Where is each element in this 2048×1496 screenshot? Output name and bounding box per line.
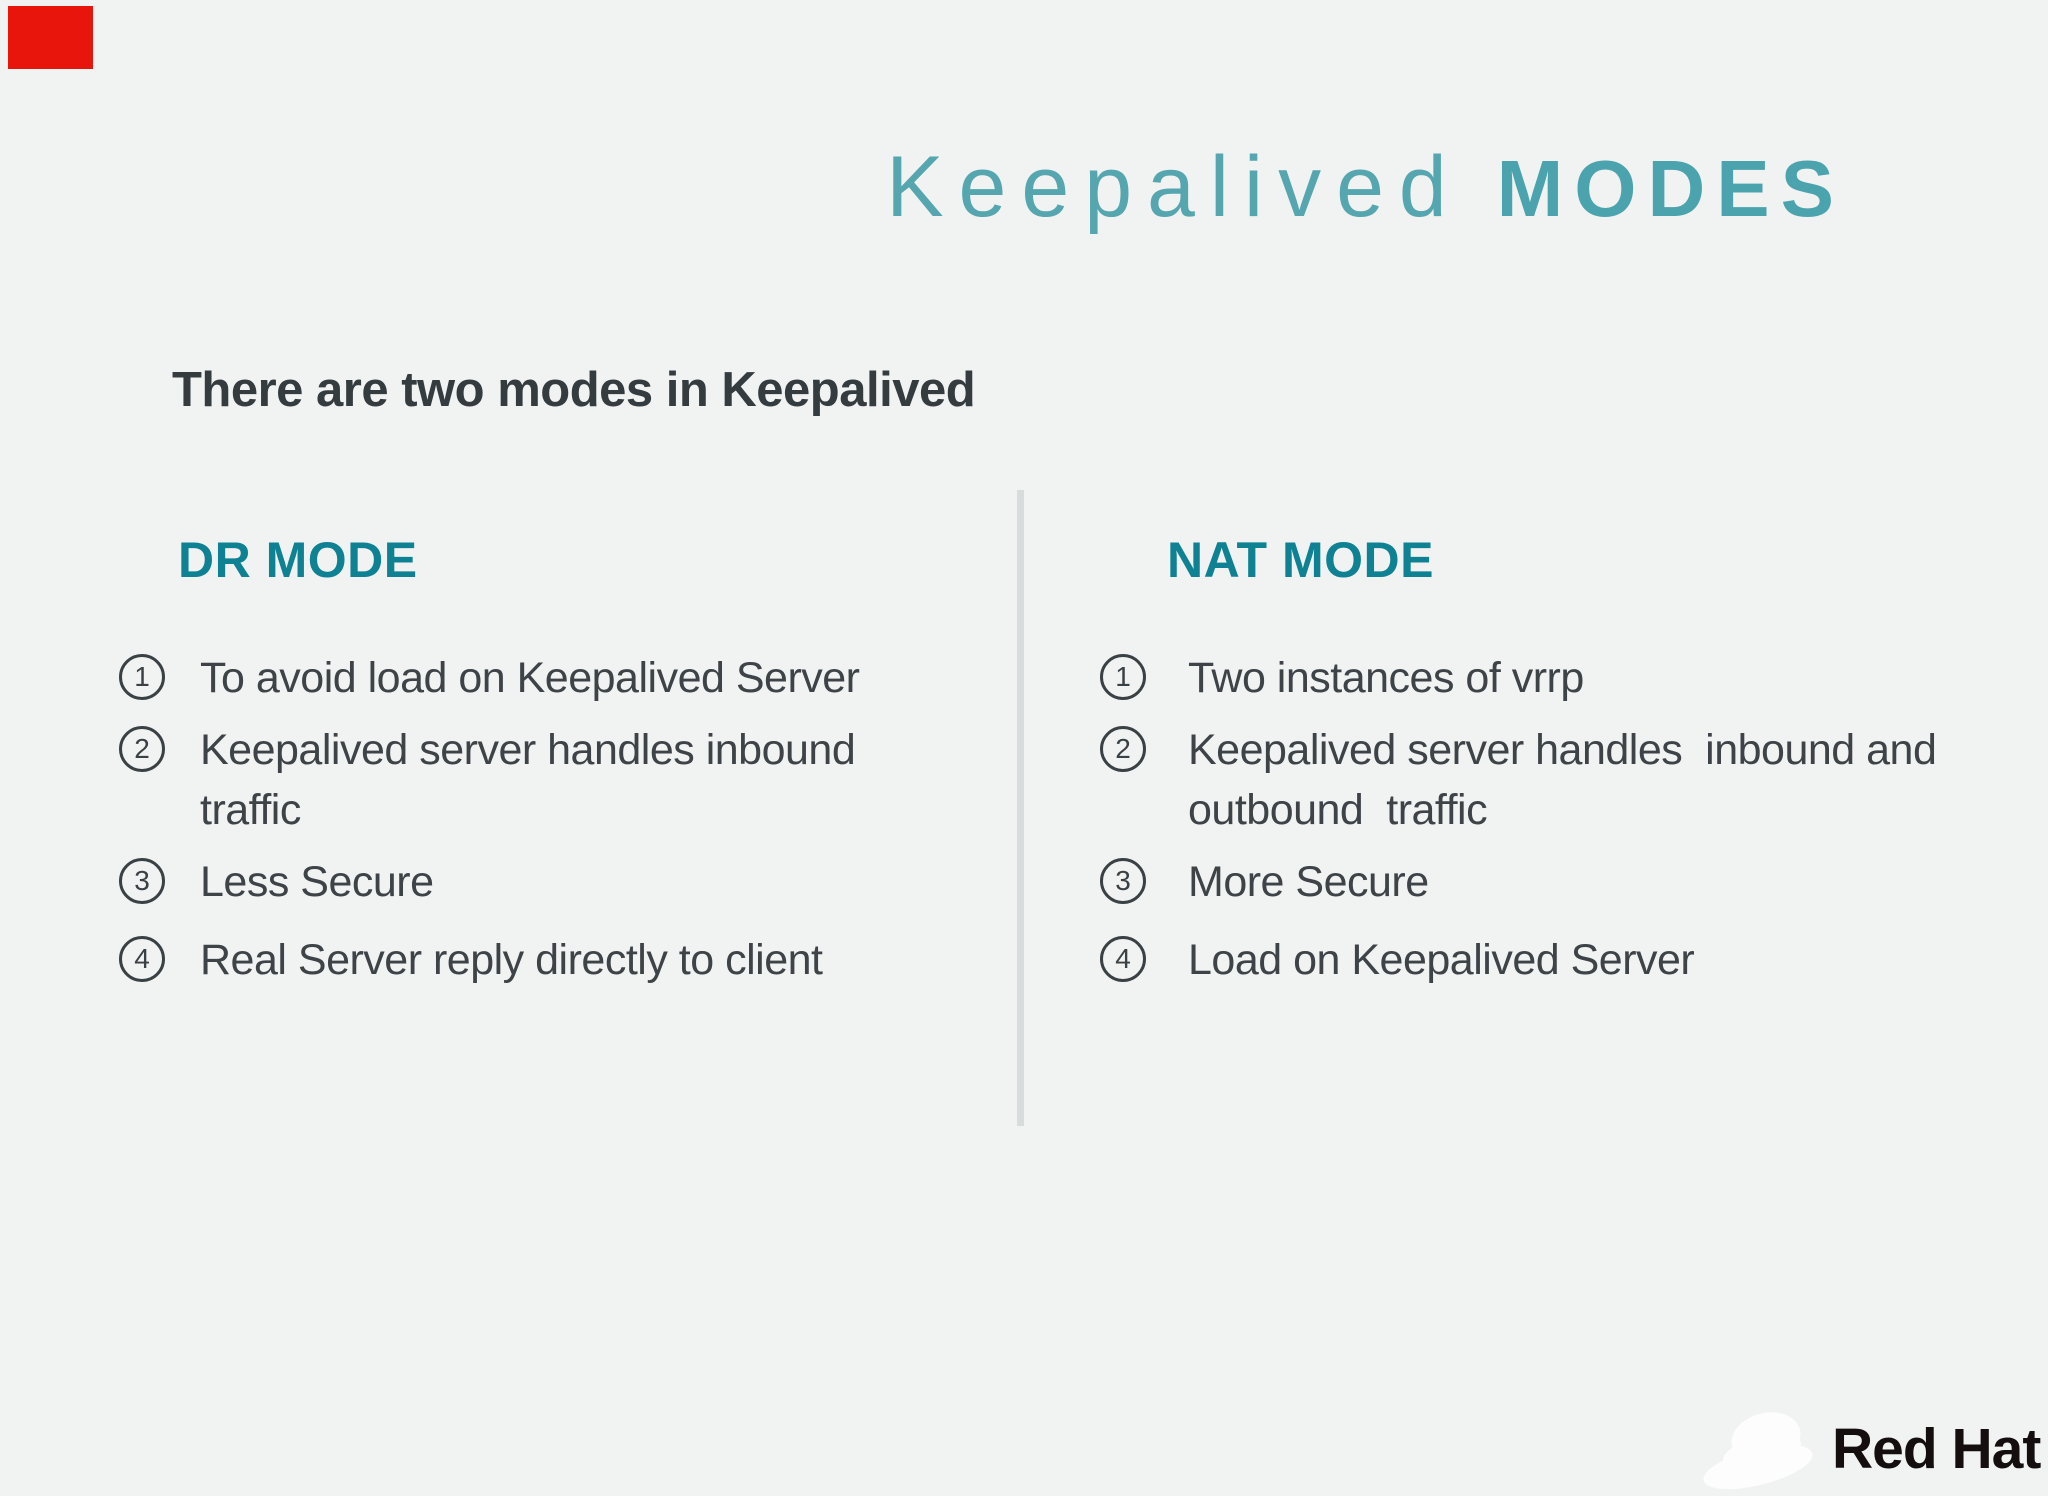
item-line: Two instances of vrrp bbox=[1188, 654, 1584, 702]
item-text: Less Secure bbox=[200, 852, 434, 912]
item-text: Keepalived server handles inbound traffi… bbox=[200, 720, 856, 840]
item-number: 1 bbox=[134, 661, 150, 692]
item-text: To avoid load on Keepalived Server bbox=[200, 648, 860, 708]
item-text: Keepalived server handles inbound and ou… bbox=[1188, 720, 1937, 840]
item-line: More Secure bbox=[1188, 858, 1429, 906]
item-number-badge: 4 bbox=[119, 936, 165, 982]
item-text: More Secure bbox=[1188, 852, 1429, 912]
item-line: Load on Keepalived Server bbox=[1188, 936, 1695, 984]
list-item: 3 More Secure bbox=[1100, 852, 1429, 912]
red-marker-rectangle bbox=[8, 6, 93, 69]
item-text: Real Server reply directly to client bbox=[200, 930, 823, 990]
list-item: 1 To avoid load on Keepalived Server bbox=[119, 648, 860, 708]
column-divider bbox=[1017, 490, 1024, 1126]
item-number-badge: 1 bbox=[1100, 654, 1146, 700]
dr-mode-heading: DR MODE bbox=[178, 532, 418, 588]
list-item: 4 Real Server reply directly to client bbox=[119, 930, 823, 990]
list-item: 2 Keepalived server handles inbound traf… bbox=[119, 720, 856, 840]
item-line: traffic bbox=[200, 786, 301, 834]
item-number-badge: 1 bbox=[119, 654, 165, 700]
item-line: Keepalived server handles inbound bbox=[200, 726, 856, 774]
item-number: 3 bbox=[134, 865, 150, 896]
list-item: 1 Two instances of vrrp bbox=[1100, 648, 1584, 708]
nat-mode-heading: NAT MODE bbox=[1167, 532, 1434, 588]
fedora-hat-icon bbox=[1703, 1412, 1813, 1490]
list-item: 3 Less Secure bbox=[119, 852, 434, 912]
item-number: 2 bbox=[1115, 733, 1131, 764]
redhat-logo: Red Hat bbox=[1700, 1404, 2048, 1496]
item-line: To avoid load on Keepalived Server bbox=[200, 654, 860, 702]
page-title: Keepalived MODES bbox=[886, 138, 1845, 237]
subtitle-text: There are two modes in Keepalived bbox=[172, 363, 976, 417]
title-keepalived: Keepalived bbox=[886, 139, 1462, 235]
item-number: 3 bbox=[1115, 865, 1131, 896]
redhat-logo-text: Red Hat bbox=[1832, 1417, 2041, 1481]
item-number: 2 bbox=[134, 733, 150, 764]
item-text: Load on Keepalived Server bbox=[1188, 930, 1695, 990]
item-number: 4 bbox=[134, 943, 150, 974]
item-number-badge: 3 bbox=[1100, 858, 1146, 904]
item-text: Two instances of vrrp bbox=[1188, 648, 1584, 708]
item-number-badge: 2 bbox=[1100, 726, 1146, 772]
item-line: outbound traffic bbox=[1188, 786, 1488, 834]
item-number-badge: 4 bbox=[1100, 936, 1146, 982]
item-number: 4 bbox=[1115, 943, 1131, 974]
item-number: 1 bbox=[1115, 661, 1131, 692]
list-item: 4 Load on Keepalived Server bbox=[1100, 930, 1695, 990]
item-number-badge: 3 bbox=[119, 858, 165, 904]
item-line: Keepalived server handles inbound and bbox=[1188, 726, 1937, 774]
item-line: Real Server reply directly to client bbox=[200, 936, 823, 984]
item-number-badge: 2 bbox=[119, 726, 165, 772]
title-modes: MODES bbox=[1496, 144, 1845, 233]
item-line: Less Secure bbox=[200, 858, 434, 906]
list-item: 2 Keepalived server handles inbound and … bbox=[1100, 720, 1937, 840]
